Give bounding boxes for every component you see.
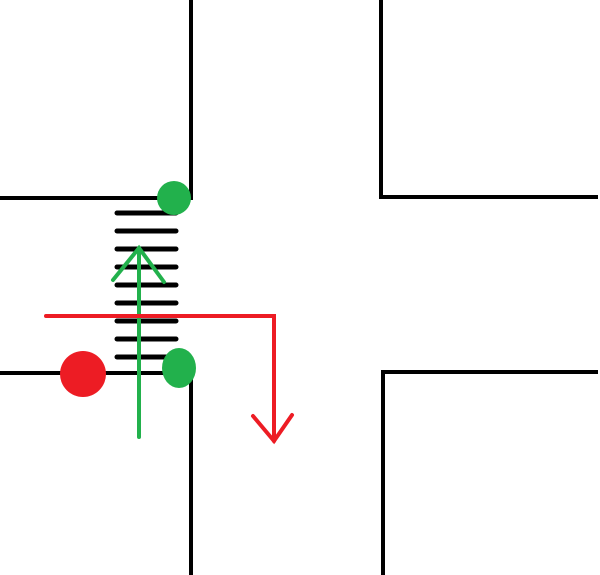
- road-edge-top-left: [0, 0, 193, 200]
- vehicle-path-shaft: [44, 314, 276, 443]
- vehicle-path-arrow: [44, 314, 294, 445]
- pedestrian-path-arrow: [111, 244, 166, 439]
- vehicle-path-arrowhead: [251, 413, 294, 445]
- pedestrian-path-arrowhead: [111, 244, 166, 284]
- pedestrian-signal-bottom: [162, 348, 196, 388]
- vehicle-signal-red: [60, 351, 106, 397]
- road-edge-bottom-right: [381, 370, 598, 575]
- road-edge-bottom-left: [0, 371, 193, 575]
- road-edge-top-right: [379, 0, 598, 199]
- pedestrian-signal-top: [157, 181, 191, 215]
- crosswalk: [114, 210, 179, 360]
